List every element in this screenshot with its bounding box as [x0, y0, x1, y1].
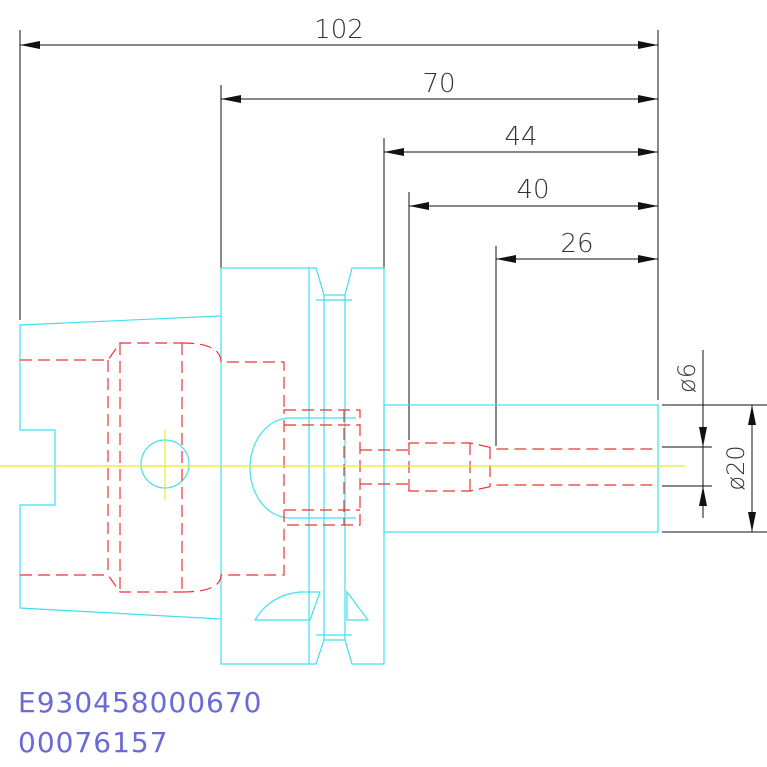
dimension-26: 26: [495, 229, 658, 446]
dimension-44-label: 44: [504, 122, 537, 152]
dimension-bore-diameter: ø6: [662, 350, 712, 518]
dimension-70: 70: [220, 69, 658, 268]
dimension-40-label: 40: [516, 175, 549, 205]
dimension-102: 102: [19, 15, 659, 400]
dimension-44: 44: [383, 122, 658, 268]
part-number: E930458000670: [18, 686, 262, 719]
shank-diameter-label: ø20: [722, 445, 750, 490]
dimension-26-label: 26: [560, 229, 593, 259]
code-number: 00076157: [18, 726, 169, 759]
bore-diameter-label: ø6: [673, 363, 701, 393]
part-outline: [19, 267, 659, 665]
dimension-shank-diameter: ø20: [662, 404, 767, 533]
centerlines: [0, 430, 685, 500]
dimension-70-label: 70: [422, 69, 455, 99]
dimension-40: 40: [408, 175, 658, 440]
hidden-lines: [20, 342, 658, 593]
dimension-102-label: 102: [314, 15, 364, 45]
